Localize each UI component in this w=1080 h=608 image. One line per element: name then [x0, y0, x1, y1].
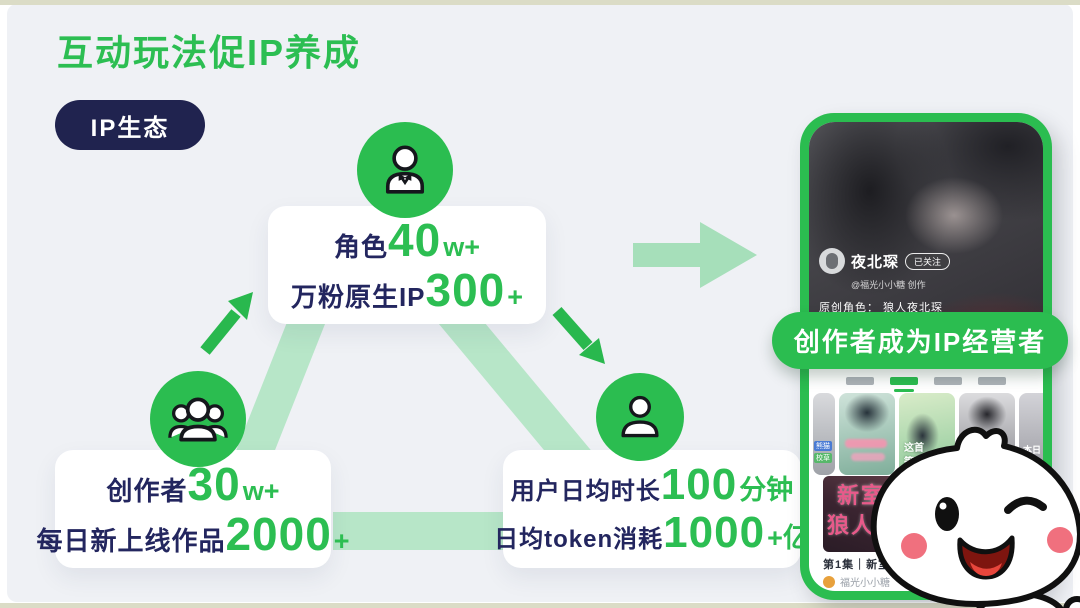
- feature-title-bottom: 狼人: [827, 513, 876, 538]
- arrow-up-right-icon: [200, 292, 253, 355]
- creators-node-circle: [150, 371, 246, 467]
- author-avatar: [823, 575, 835, 588]
- author-name: 福光小小糖: [840, 578, 890, 589]
- tab-item[interactable]: [846, 377, 874, 385]
- stat-value: 1000: [663, 508, 766, 557]
- user-icon: [621, 395, 659, 438]
- stat-suffix: 分钟: [739, 475, 794, 505]
- user-node-circle: [596, 373, 684, 461]
- creator-ip-operator-pill: 创作者成为IP经营者: [772, 312, 1068, 369]
- tab-item[interactable]: [978, 377, 1006, 385]
- ip-ecosystem-badge: IP生态: [55, 100, 205, 150]
- cover-title-decor: [851, 453, 885, 461]
- tab-item-active[interactable]: [890, 377, 918, 392]
- cover-text: 本日: [1023, 445, 1042, 455]
- original-role-line: 原创角色： 狼人夜北琛: [819, 302, 944, 314]
- stat-value: 100: [660, 460, 738, 509]
- arrow-down-right-icon: [552, 307, 605, 364]
- stat-value: 2000: [225, 508, 332, 560]
- page-title: 互动玩法促IP养成: [57, 32, 362, 73]
- character-name: 夜北琛: [851, 253, 900, 271]
- mascot-character-icon: [870, 426, 1080, 608]
- stat-label: 每日新上线作品: [36, 526, 226, 556]
- bottom-edge-strip: [0, 603, 1080, 608]
- character-avatar: [819, 248, 845, 274]
- stat-value: 300: [425, 264, 506, 316]
- cover-tile[interactable]: [839, 393, 895, 475]
- cover-title-decor: [845, 439, 887, 448]
- stat-label: 角色: [334, 232, 389, 262]
- creators-group-icon: [168, 397, 228, 442]
- stat-value: 40: [388, 214, 442, 266]
- cover-tag: 熊猫: [814, 441, 832, 451]
- character-node-circle: [357, 122, 453, 218]
- top-edge-strip: [0, 0, 1080, 5]
- stat-suffix: w+: [242, 476, 280, 506]
- character-icon: [385, 145, 425, 194]
- stat-suffix: +: [333, 526, 350, 556]
- character-info-overlay: 夜北琛 已关注 @福光小小糖 创作 原创角色： 狼人夜北琛 Lv99 王牌: [819, 248, 1035, 333]
- cover-tag: 校草: [814, 453, 832, 463]
- stat-label: 用户日均时长: [510, 478, 661, 505]
- creator-credit: @福光小小糖 创作: [851, 280, 926, 290]
- stat-value: 30: [187, 458, 241, 510]
- follow-button[interactable]: 已关注: [905, 252, 951, 270]
- stat-label: 日均token消耗: [494, 526, 664, 553]
- stat-suffix: w+: [443, 232, 480, 262]
- stat-label: 万粉原生IP: [290, 282, 426, 312]
- author-row: 福光小小糖: [823, 574, 890, 589]
- cover-tile[interactable]: 熊猫 校草: [813, 393, 835, 475]
- stat-label: 创作者: [106, 476, 188, 506]
- arrow-right-icon: [633, 222, 757, 288]
- tab-item[interactable]: [934, 377, 962, 385]
- app-tab-bar: [809, 371, 1043, 392]
- cover-text: 这首: [904, 443, 924, 454]
- stat-suffix: +: [507, 282, 524, 312]
